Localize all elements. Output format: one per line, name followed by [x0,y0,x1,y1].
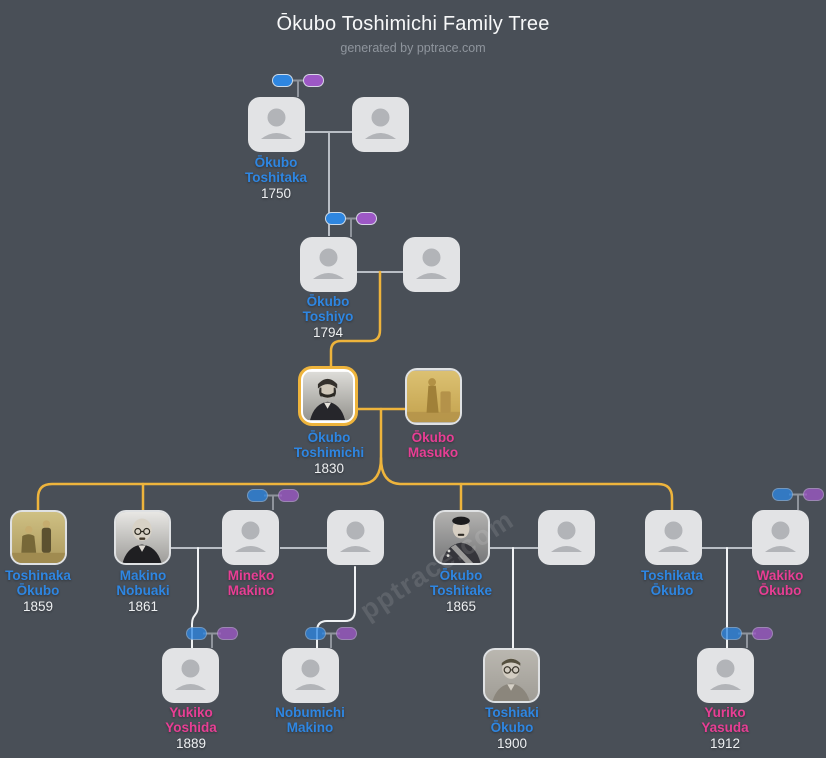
placeholder-avatar [300,237,357,292]
person-card-unknown-spouse-3[interactable] [327,510,384,565]
person-silhouette-icon [313,248,344,279]
portrait-photo [483,648,540,703]
person-silhouette-icon [416,248,447,279]
person-year: 1794 [312,325,344,340]
person-silhouette-icon [658,521,689,552]
person-label: Ōkubo Masuko [407,430,459,460]
couple-badge-yukiko[interactable] [186,627,238,640]
placeholder-avatar [282,648,339,703]
couple-badge-yuriko[interactable] [721,627,773,640]
male-pill-icon [772,488,793,501]
person-card-okubo-masuko[interactable] [405,368,462,425]
female-pill-icon [752,627,773,640]
person-year: 1889 [175,736,207,751]
female-pill-icon [303,74,324,87]
person-card-okubo-toshitaka[interactable] [248,97,305,152]
person-card-makino-nobuaki[interactable] [114,510,171,565]
placeholder-avatar [645,510,702,565]
placeholder-avatar [538,510,595,565]
person-card-unknown-spouse-4[interactable] [538,510,595,565]
person-label: Nobumichi Makino [275,705,345,735]
person-silhouette-icon [340,521,371,552]
male-pill-icon [305,627,326,640]
person-label: Wakiko Ōkubo [756,568,804,598]
person-silhouette-icon [175,659,206,690]
person-label: Ōkubo Toshiyo 1794 [302,294,354,340]
person-silhouette-icon [261,108,292,139]
person-label: Toshiaki Ōkubo 1900 [485,705,539,751]
highlighted-photo-frame [298,366,358,426]
portrait-photo [10,510,67,565]
person-label: Makino Nobuaki 1861 [116,568,170,614]
person-year: 1912 [709,736,741,751]
male-pill-icon [272,74,293,87]
placeholder-avatar [352,97,409,152]
person-card-mineko-makino[interactable] [222,510,279,565]
male-pill-icon [186,627,207,640]
portrait-photo [303,371,353,421]
placeholder-avatar [403,237,460,292]
female-pill-icon [336,627,357,640]
female-pill-icon [217,627,238,640]
page-subtitle: generated by pptrace.com [340,41,486,55]
person-label: Ōkubo Toshitaka 1750 [244,155,308,201]
person-card-unknown-spouse-1[interactable] [352,97,409,152]
placeholder-avatar [248,97,305,152]
person-card-yukiko-yoshida[interactable] [162,648,219,703]
couple-badge-toshiyo[interactable] [325,212,377,225]
person-silhouette-icon [295,659,326,690]
female-pill-icon [356,212,377,225]
person-card-unknown-spouse-2[interactable] [403,237,460,292]
placeholder-avatar [697,648,754,703]
person-year: 1865 [445,599,477,614]
person-label: Ōkubo Toshimichi 1830 [293,430,365,476]
person-year: 1900 [496,736,528,751]
person-card-wakiko-okubo[interactable] [752,510,809,565]
person-card-toshiaki-okubo[interactable] [483,648,540,703]
person-card-okubo-toshimichi[interactable] [298,366,358,426]
couple-badge-wakiko[interactable] [772,488,824,501]
page-title: Ōkubo Toshimichi Family Tree [276,13,550,35]
couple-badge-mineko[interactable] [247,489,299,502]
placeholder-avatar [327,510,384,565]
person-label: Toshinaka Ōkubo 1859 [5,568,71,614]
male-pill-icon [721,627,742,640]
portrait-photo [405,368,462,425]
person-year: 1750 [260,186,292,201]
person-label: Mineko Makino [227,568,275,598]
female-pill-icon [803,488,824,501]
female-pill-icon [278,489,299,502]
couple-badge-nobumichi[interactable] [305,627,357,640]
person-silhouette-icon [551,521,582,552]
person-label: Yuriko Yasuda 1912 [701,705,749,751]
placeholder-avatar [752,510,809,565]
male-pill-icon [247,489,268,502]
person-year: 1861 [127,599,159,614]
person-card-toshikata-okubo[interactable] [645,510,702,565]
couple-badge-toshitaka[interactable] [272,74,324,87]
person-card-okubo-toshitake[interactable] [433,510,490,565]
person-label: Ōkubo Toshitake 1865 [429,568,493,614]
person-silhouette-icon [765,521,796,552]
placeholder-avatar [222,510,279,565]
person-card-nobumichi-makino[interactable] [282,648,339,703]
person-card-toshinaka-okubo[interactable] [10,510,67,565]
placeholder-avatar [162,648,219,703]
person-year: 1830 [313,461,345,476]
person-label: Toshikata Ōkubo [640,568,704,598]
person-silhouette-icon [710,659,741,690]
person-silhouette-icon [365,108,396,139]
male-pill-icon [325,212,346,225]
portrait-photo [114,510,171,565]
person-card-yuriko-yasuda[interactable] [697,648,754,703]
person-year: 1859 [22,599,54,614]
portrait-photo [433,510,490,565]
person-label: Yukiko Yoshida 1889 [165,705,217,751]
person-silhouette-icon [235,521,266,552]
person-card-okubo-toshiyo[interactable] [300,237,357,292]
